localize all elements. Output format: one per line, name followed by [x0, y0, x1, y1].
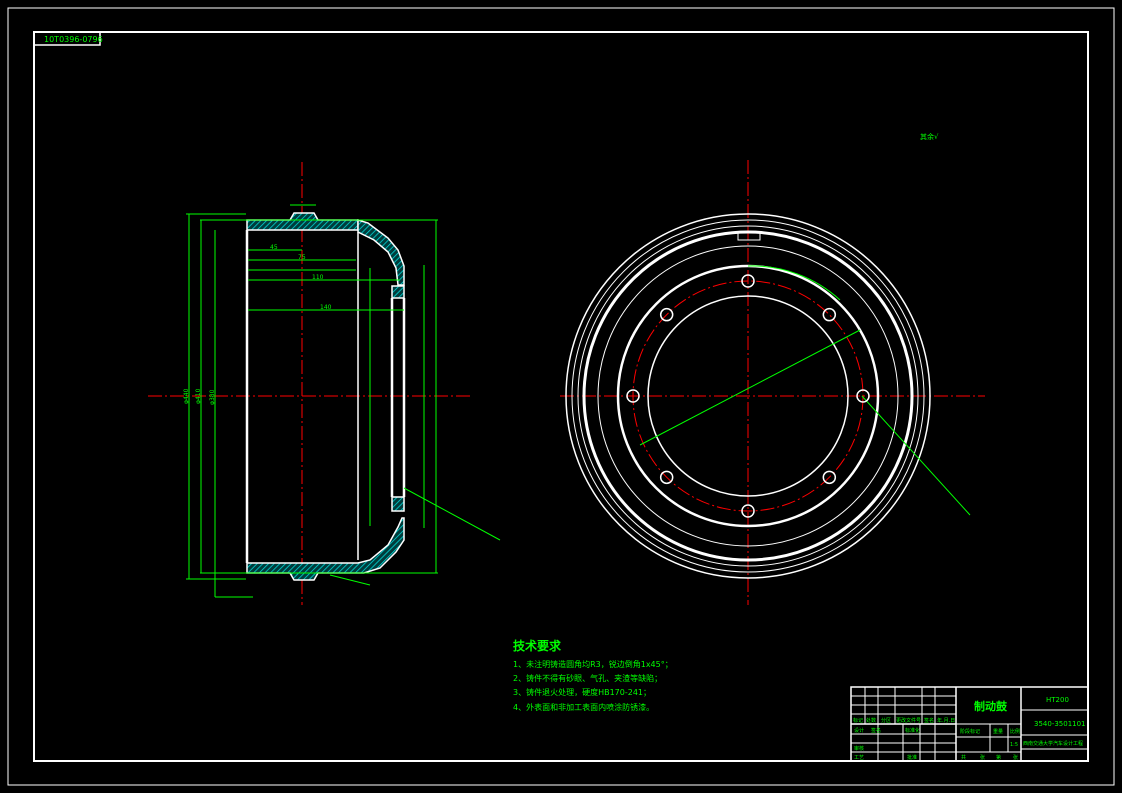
tech-req-item: 4、外表面和非加工表面内喷涂防锈漆。 [513, 702, 654, 712]
sheet-label: 张 [1013, 754, 1018, 761]
tech-req-title: 技术要求 [513, 638, 562, 653]
front-view [560, 160, 985, 605]
dim-label: 75 [298, 254, 306, 261]
sheet-label: 第 [996, 754, 1001, 761]
material: HT200 [1046, 696, 1069, 704]
surface-roughness-note: 其余√ [920, 132, 939, 141]
role-label: 标准化 [905, 727, 920, 734]
rev-header: 签名 [924, 717, 934, 724]
bolt-hole [659, 307, 674, 322]
part-name: 制动鼓 [974, 699, 1008, 713]
rev-header: 分区 [881, 717, 891, 724]
rev-header: 标记 [853, 717, 863, 724]
rev-header: 年.月.日 [937, 717, 955, 724]
tech-req-item: 1、未注明铸造圆角均R3，锐边倒角1x45°； [513, 659, 673, 669]
stage-header: 比例 [1010, 728, 1020, 735]
bolt-hole [626, 389, 640, 403]
dim-label: 45 [270, 244, 278, 251]
role-label: 工艺 [854, 755, 864, 761]
bolt-hole [822, 307, 837, 322]
title-block [850, 686, 1089, 762]
drawing-number-tag: 10T0396-0796 [44, 35, 103, 44]
rev-header: 处数 [866, 717, 876, 724]
dim-label: 110 [312, 274, 324, 281]
bolt-hole [856, 389, 870, 403]
inner-frame [33, 31, 1089, 762]
bolt-hole [741, 504, 755, 518]
bolt-hole [822, 470, 837, 485]
stage-header: 阶段标记 [960, 728, 980, 735]
stage-header: 重量 [993, 728, 1003, 735]
rev-header: 更改文件号 [896, 717, 921, 724]
scale-value: 1:5 [1010, 742, 1018, 748]
role-label: 审核 [854, 745, 864, 752]
dim-label: φ440 [183, 388, 190, 404]
dim-label: φ380 [209, 389, 216, 405]
role-label: 签名 [871, 727, 881, 734]
tech-req-item: 3、铸件退火处理，硬度HB170-241； [513, 687, 651, 697]
role-label: 批准 [907, 754, 917, 761]
part-number: 3540-3501101 [1034, 720, 1086, 728]
sheet-label: 共 [961, 754, 966, 761]
sheet-label: 张 [980, 754, 985, 761]
outer-frame [7, 7, 1115, 786]
organization: 西南交通大学汽车设计工程 [1023, 740, 1083, 747]
tech-req-item: 2、铸件不得有砂眼、气孔、夹渣等缺陷； [513, 673, 662, 683]
dim-label: 140 [320, 304, 332, 311]
bolt-hole [659, 470, 674, 485]
drawing-number-box [33, 31, 101, 46]
section-view: 140 110 75 45 φ440 φ410 φ380 [148, 162, 501, 605]
role-label: 设计 [854, 727, 864, 734]
dim-label: φ410 [195, 388, 202, 404]
bolt-hole [741, 274, 755, 288]
